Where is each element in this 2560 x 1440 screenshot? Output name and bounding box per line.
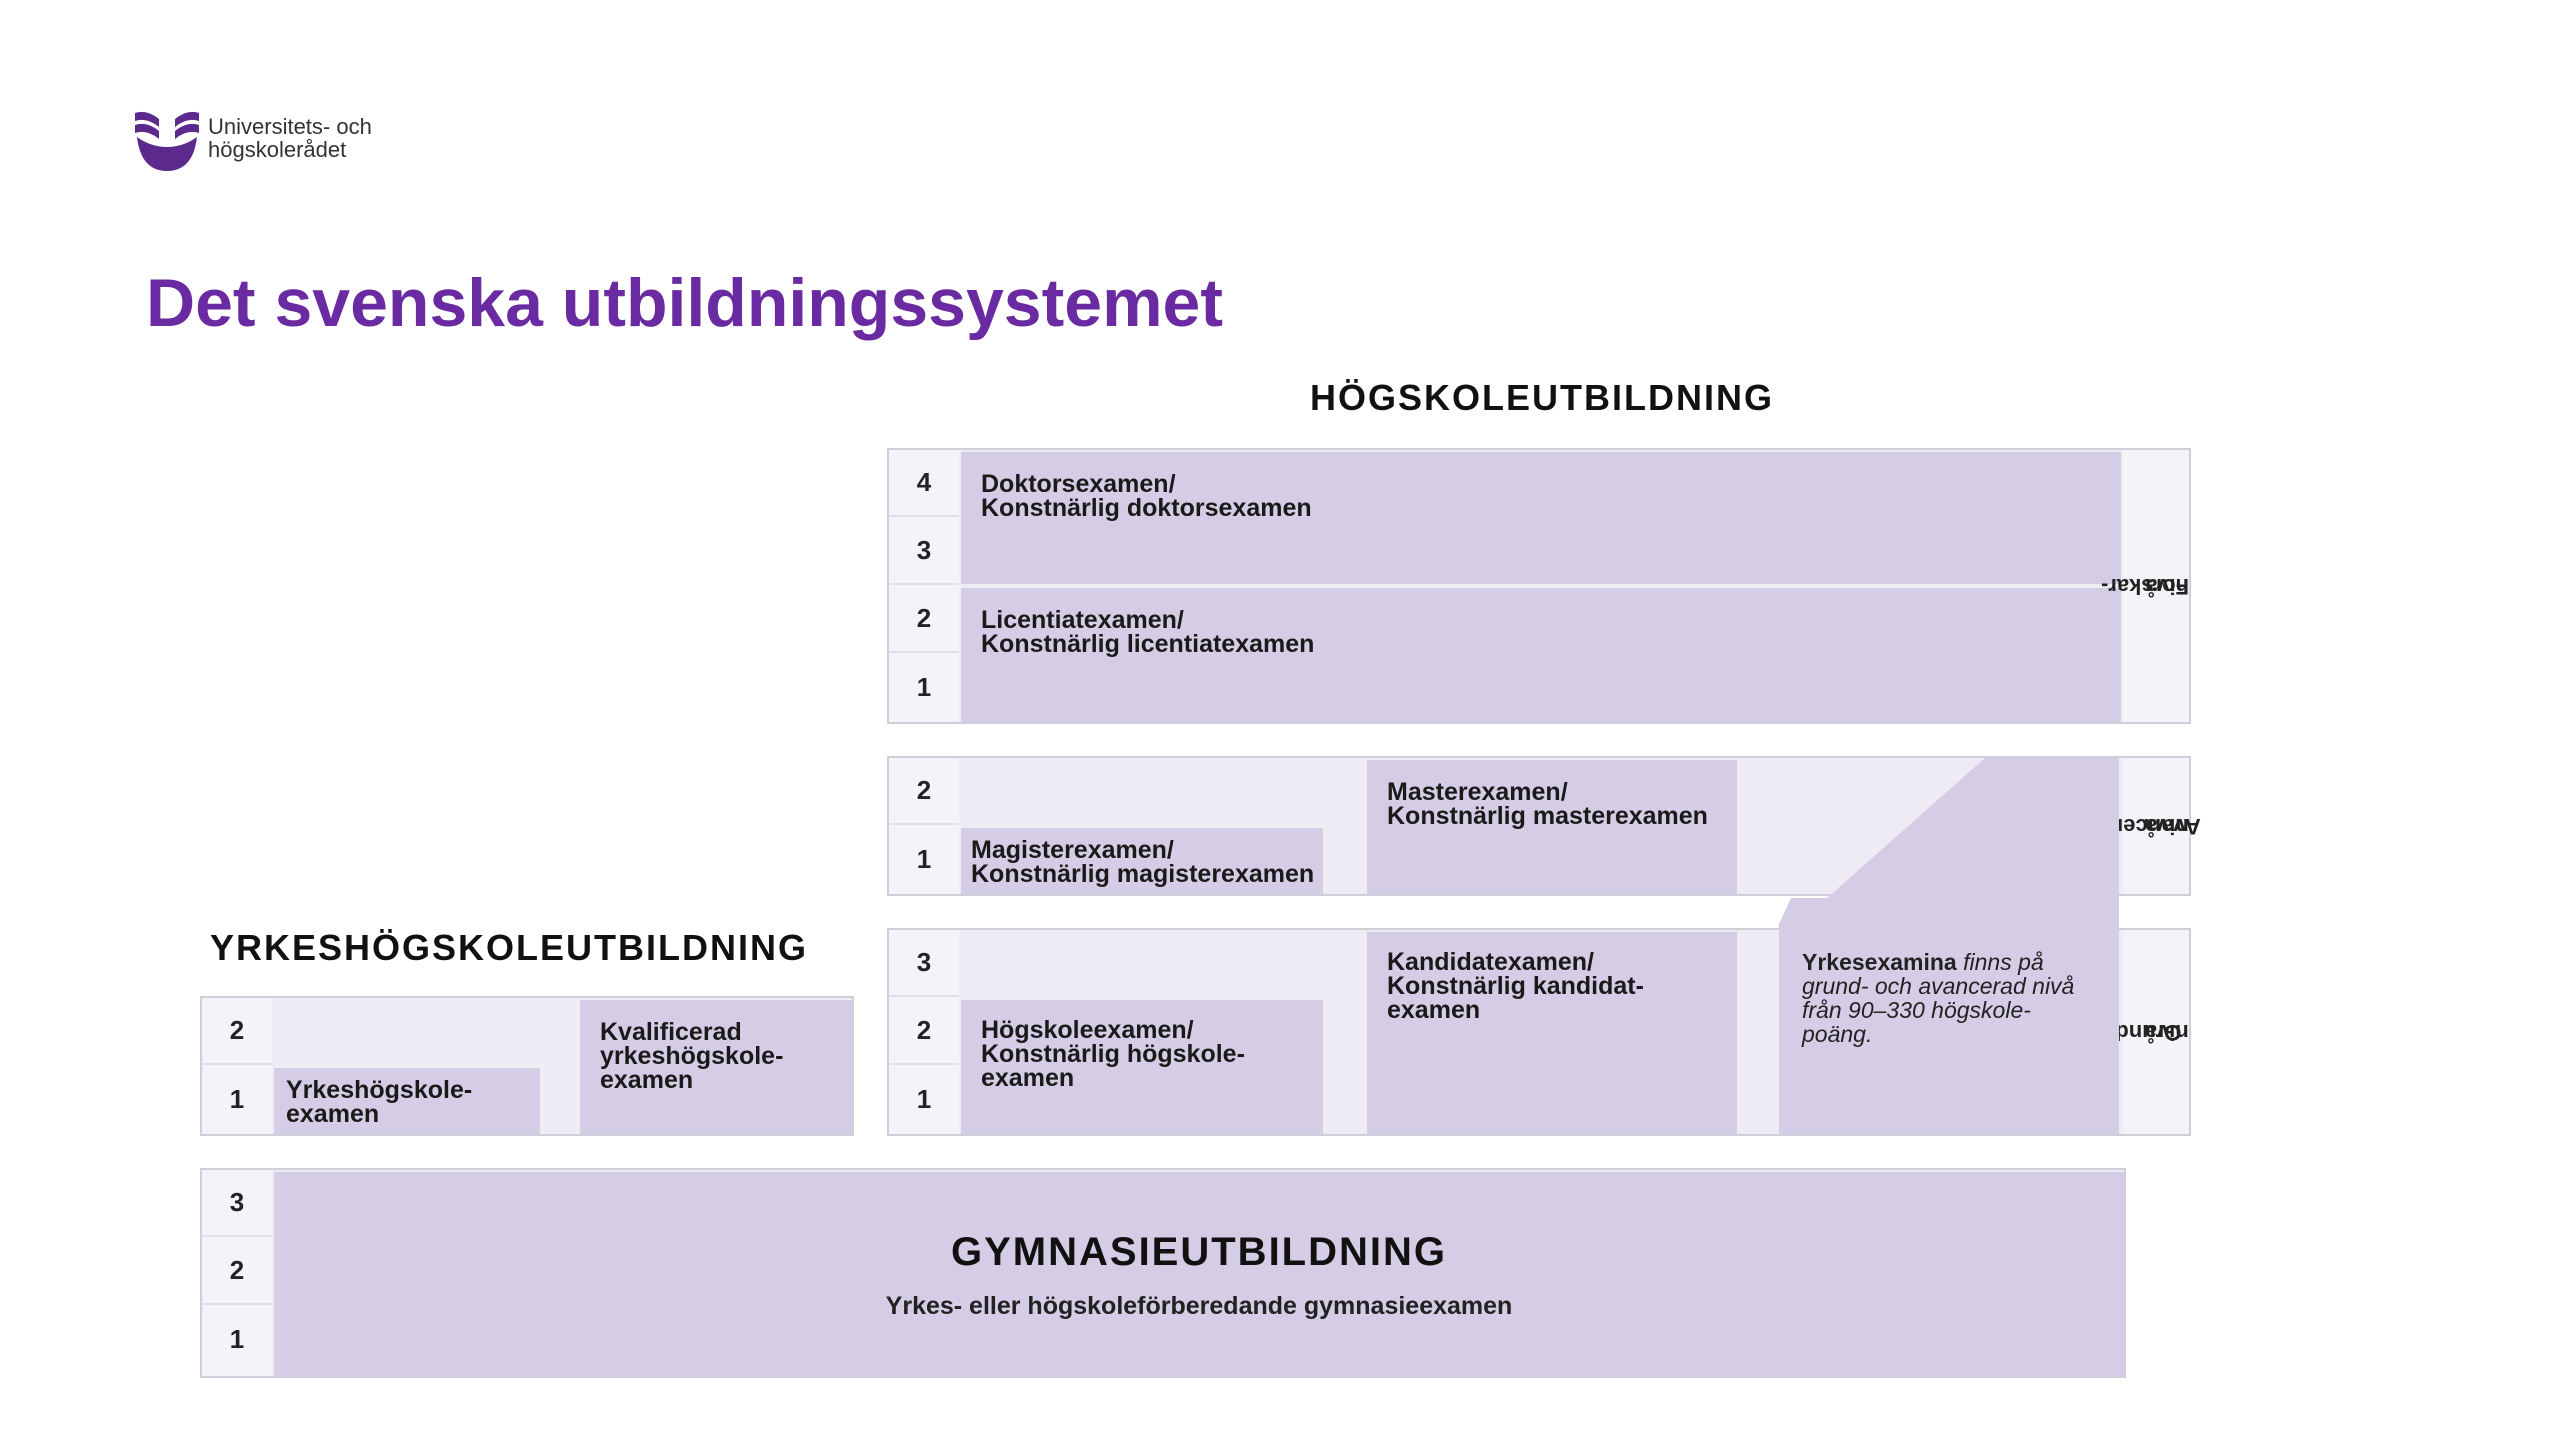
yh-examen-line-2: examen <box>286 1100 380 1128</box>
year-cell: 1 <box>202 1306 272 1373</box>
hogskoleexamen-line-2: Konstnärlig högskole- <box>981 1040 1245 1068</box>
kvalificerad-yh-cell: Kvalificerad yrkeshögskole- examen <box>580 1000 852 1134</box>
logo-text: Universitets- och högskolerådet <box>208 115 372 161</box>
logo-mark-icon <box>135 111 199 171</box>
hogskoleexamen-cell: Högskoleexamen/ Konstnärlig högskole- ex… <box>961 1000 1323 1134</box>
yrkeshogskoleexamen-cell: Yrkeshögskole- examen <box>274 1068 540 1134</box>
logo-line-1: Universitets- och <box>208 114 372 139</box>
yh-block: 2 1 Yrkeshögskole- examen Kvalificerad y… <box>200 996 854 1136</box>
kandidatexamen-cell: Kandidatexamen/ Konstnärlig kandidat- ex… <box>1367 932 1737 1134</box>
yrkesexamina-italic-2: grund- och avancerad nivå <box>1802 973 2075 999</box>
gymnasie-subtitle: Yrkes- eller högskoleförberedande gymnas… <box>885 1292 1513 1320</box>
yh-empty-cell <box>274 1000 576 1064</box>
kvalificerad-line-1: Kvalificerad <box>600 1018 742 1046</box>
year-cell: 1 <box>889 1066 959 1133</box>
grund-gap-cell-2 <box>1741 932 1773 1134</box>
licentiat-line-2: Konstnärlig licentiatexamen <box>981 630 1315 658</box>
year-cell: 1 <box>202 1066 272 1133</box>
year-cell: 2 <box>889 758 959 825</box>
hogskoleexamen-line-3: examen <box>981 1064 1075 1092</box>
licentiatexamen-cell: Licentiatexamen/ Konstnärlig licentiatex… <box>961 588 2121 722</box>
forskarniva-label: Forskar-nivå <box>2101 450 2189 722</box>
grundniva-label: Grund-nivå <box>2108 930 2189 1134</box>
hogskoleexamen-line-1: Högskoleexamen/ <box>981 1016 1194 1044</box>
year-cell: 3 <box>202 1170 272 1237</box>
year-cell: 1 <box>889 654 959 721</box>
avancerad-empty-cell <box>961 760 1363 824</box>
licentiat-line-1: Licentiatexamen/ <box>981 606 1184 634</box>
grund-empty-cell <box>961 932 1363 996</box>
yrkesexamina-shape <box>1779 758 2119 1134</box>
grund-gap-cell <box>1327 1000 1363 1134</box>
magisterexamen-cell: Magisterexamen/ Konstnärlig magisterexam… <box>961 828 1323 894</box>
master-line-2: Konstnärlig masterexamen <box>1387 802 1708 830</box>
doktorsexamen-cell: Doktorsexamen/ Konstnärlig doktorsexamen <box>961 452 2121 584</box>
kvalificerad-line-2: yrkeshögskole- <box>600 1042 784 1070</box>
magister-line-1: Magisterexamen/ <box>971 836 1174 864</box>
yh-gap-cell <box>544 1068 576 1134</box>
yrkesexamina-italic-1: finns på <box>1956 949 2044 975</box>
kandidat-line-2: Konstnärlig kandidat- <box>1387 972 1644 1000</box>
yrkesexamina-italic-4: poäng. <box>1802 1021 1873 1047</box>
year-cell: 2 <box>202 998 272 1065</box>
yrkesexamina-italic-3: från 90–330 högskole- <box>1802 997 2031 1023</box>
year-cell: 3 <box>889 518 959 585</box>
yrkesexamina-bold: Yrkesexamina <box>1802 949 1957 975</box>
year-cell: 4 <box>889 450 959 517</box>
kandidat-line-1: Kandidatexamen/ <box>1387 948 1595 976</box>
year-cell: 2 <box>889 586 959 653</box>
gymnasie-block: 3 2 1 GYMNASIEUTBILDNING Yrkes- eller hö… <box>200 1168 2126 1378</box>
logo-line-2: högskolerådet <box>208 137 347 162</box>
year-cell: 2 <box>889 998 959 1065</box>
year-cell: 3 <box>889 930 959 997</box>
kandidat-line-3: examen <box>1387 996 1481 1024</box>
magister-line-2: Konstnärlig magisterexamen <box>971 860 1315 888</box>
doktor-line-1: Doktorsexamen/ <box>981 470 1176 498</box>
kvalificerad-line-3: examen <box>600 1066 694 1094</box>
master-line-1: Masterexamen/ <box>1387 778 1568 806</box>
yh-examen-line-1: Yrkeshögskole- <box>286 1076 473 1104</box>
heading-yrkeshogskoleutbildning: YRKESHÖGSKOLEUTBILDNING <box>210 927 809 968</box>
gymnasie-title: GYMNASIEUTBILDNING <box>951 1230 1447 1274</box>
masterexamen-cell: Masterexamen/ Konstnärlig masterexamen <box>1367 760 1737 894</box>
forskar-block: 4 3 2 1 Doktorsexamen/ Konstnärlig dokto… <box>887 448 2191 724</box>
yrkesexamina-text: Yrkesexamina finns på grund- och avancer… <box>1802 950 2102 1046</box>
page-title: Det svenska utbildningssystemet <box>146 265 1224 341</box>
gymnasie-cell: GYMNASIEUTBILDNING Yrkes- eller högskole… <box>274 1172 2124 1376</box>
year-cell: 2 <box>202 1238 272 1305</box>
doktor-line-2: Konstnärlig doktorsexamen <box>981 494 1312 522</box>
year-cell: 1 <box>889 826 959 893</box>
heading-hogskoleutbildning: HÖGSKOLEUTBILDNING <box>1310 377 1774 418</box>
avancerad-gap-cell <box>1327 828 1363 894</box>
